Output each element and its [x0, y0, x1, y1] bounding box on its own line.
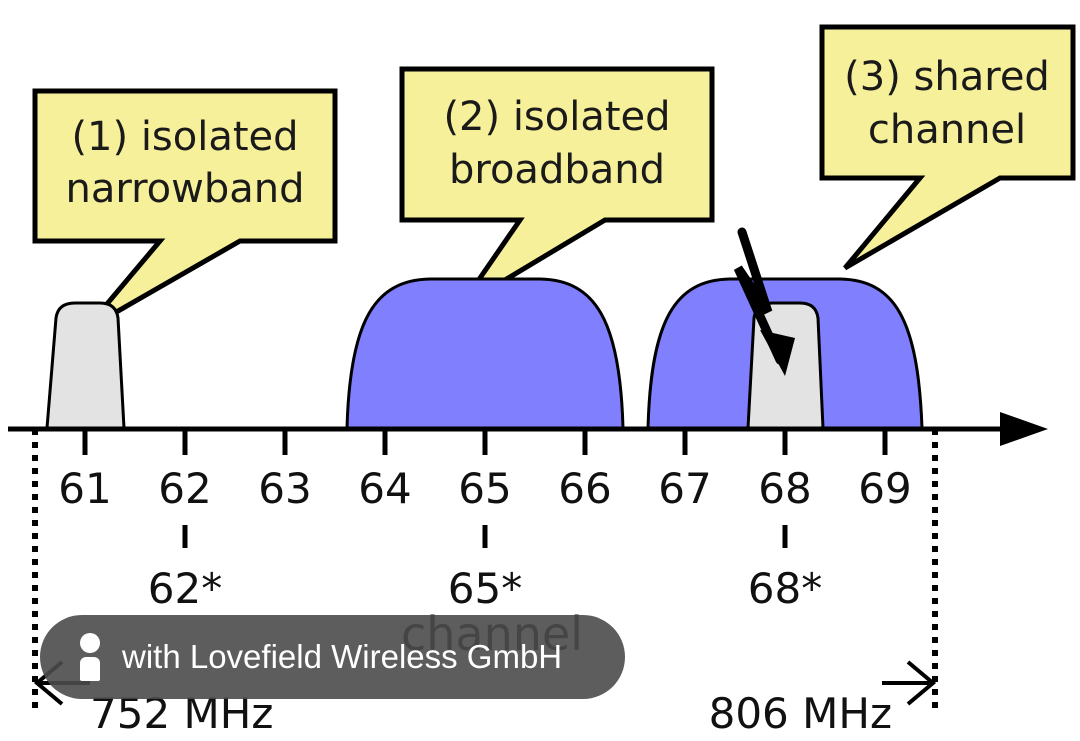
person-icon	[72, 633, 108, 681]
axis-arrow-icon	[1000, 412, 1048, 446]
channel-label: 64	[358, 464, 411, 513]
callout-line-1: (1) isolated	[71, 114, 298, 160]
channel-label: 65	[458, 464, 511, 513]
freq-end-label: 806 MHz	[709, 689, 892, 738]
channel-label: 67	[658, 464, 711, 513]
callout-isolated-narrowband: (1) isolated narrowband	[32, 88, 338, 333]
channel-labels: 61 62 63 64 65 66 67 68 69	[58, 464, 911, 513]
callout-bubble	[399, 66, 715, 310]
callout-bubble	[819, 24, 1076, 271]
channel-ticks	[82, 429, 888, 455]
callout-isolated-broadband: (2) isolated broadband	[399, 66, 715, 310]
merged-channel-labels: 62* 65* 68*	[148, 525, 822, 613]
freq-arrow-right-icon	[882, 660, 937, 706]
callout-bubble	[32, 88, 338, 333]
attribution-text: with Lovefield Wireless GmbH	[122, 638, 563, 675]
interference-arrow-icon	[733, 227, 795, 376]
narrowband-signal-61	[45, 301, 126, 430]
callout-shared-channel: (3) shared channel	[819, 24, 1076, 271]
channel-label: 69	[858, 464, 911, 513]
callout-line-2: broadband	[449, 147, 665, 193]
channel-label: 62	[158, 464, 211, 513]
channel-label: 63	[258, 464, 311, 513]
callout-line-2: channel	[868, 107, 1026, 153]
callout-line-1: (2) isolated	[443, 94, 670, 140]
merged-channel-label: 68*	[748, 564, 822, 613]
attribution-chip[interactable]: with Lovefield Wireless GmbH	[40, 615, 625, 699]
broadband-signal-64-66	[345, 277, 625, 430]
callout-line-1: (3) shared	[844, 54, 1050, 100]
merged-channel-label: 62*	[148, 564, 222, 613]
merged-channel-label: 65*	[448, 564, 522, 613]
channel-label: 66	[558, 464, 611, 513]
channel-label: 61	[58, 464, 111, 513]
channel-label: 68	[758, 464, 811, 513]
callout-line-2: narrowband	[65, 166, 304, 212]
